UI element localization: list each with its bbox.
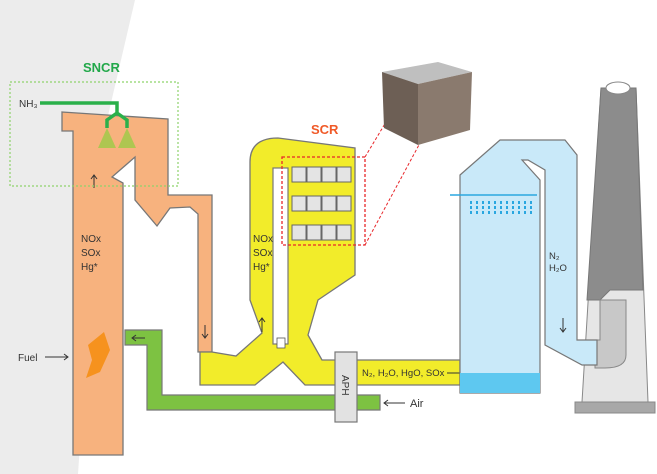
catalyst-cell [321, 195, 337, 212]
spray-droplet [524, 211, 526, 214]
arrow-down-icon [559, 318, 567, 333]
scr-title: SCR [311, 122, 339, 137]
stack-gases: N₂ H₂O [549, 251, 567, 274]
scr-reactor: SCR [199, 111, 461, 386]
scr-gases: NOx SOx Hg* [253, 234, 276, 273]
spray-droplet [488, 201, 490, 204]
spray-droplet [470, 211, 472, 214]
spray-droplet [512, 201, 514, 204]
spray-droplet [500, 206, 502, 209]
arrow-icon [45, 353, 69, 361]
fuel-input: Fuel [18, 353, 69, 364]
spray-droplet [518, 211, 520, 214]
catalyst-cell [336, 166, 352, 183]
spray-droplet [500, 211, 502, 214]
arrow-up-icon [258, 317, 266, 332]
boiler-gases: NOx SOx Hg* [81, 234, 104, 273]
spray-droplet [476, 206, 478, 209]
arrow-icon [383, 399, 405, 407]
catalyst-cell [291, 195, 307, 212]
sncr-title: SNCR [83, 60, 120, 75]
spray-droplet [506, 206, 508, 209]
spray-droplet [530, 211, 532, 214]
svg-text:Air: Air [410, 398, 424, 410]
catalyst-cell [336, 195, 352, 212]
spray-droplet [482, 201, 484, 204]
scrubber-water [460, 373, 540, 393]
spray-droplet [506, 211, 508, 214]
flue-gas-out-label: N₂, H₂O, HgO, SOx [362, 368, 445, 379]
spray-droplet [494, 206, 496, 209]
catalyst-module-image [382, 62, 472, 145]
spray-droplet [470, 201, 472, 204]
nh3-injection-pipe [40, 101, 129, 128]
spray-droplet [524, 201, 526, 204]
sncr-system: SNCR NH₃ [9, 60, 179, 187]
spray-droplet [488, 206, 490, 209]
boiler [61, 111, 213, 456]
spray-droplet [494, 201, 496, 204]
flame-icon [86, 332, 110, 378]
spray-droplet [482, 206, 484, 209]
spray-droplet [476, 211, 478, 214]
spray-icon [98, 128, 116, 148]
arrow-down-icon [201, 325, 209, 339]
catalyst-cell [291, 166, 307, 183]
spray-droplet [494, 211, 496, 214]
spray-icon [118, 128, 136, 148]
spray-droplet [524, 206, 526, 209]
spray-droplet [506, 201, 508, 204]
spray-droplet [518, 201, 520, 204]
spray-droplet [512, 211, 514, 214]
catalyst-cell [321, 224, 337, 241]
catalyst-layers [291, 166, 352, 241]
catalyst-highlight [281, 156, 366, 246]
svg-text:APH: APH [339, 375, 350, 396]
spray-droplet [488, 211, 490, 214]
nh3-label: NH₃ [19, 99, 38, 110]
svg-text:Fuel: Fuel [18, 353, 37, 364]
spray-droplet [530, 206, 532, 209]
spray-droplet [470, 206, 472, 209]
sncr-zone [9, 81, 179, 187]
catalyst-cell [291, 224, 307, 241]
spray-droplet [482, 211, 484, 214]
catalyst-cell [306, 195, 322, 212]
spray-droplet [518, 206, 520, 209]
catalyst-cell [306, 224, 322, 241]
wet-scrubber [450, 139, 598, 394]
chimney [574, 81, 656, 414]
spray-droplet [476, 201, 478, 204]
air-preheater: APH [334, 351, 358, 423]
catalyst-cell [306, 166, 322, 183]
catalyst-cell [321, 166, 337, 183]
spray-nozzles [470, 201, 532, 214]
spray-droplet [512, 206, 514, 209]
spray-droplet [500, 201, 502, 204]
catalyst-cell [336, 224, 352, 241]
arrow-icon [131, 334, 145, 342]
air-input: Air [383, 398, 424, 410]
spray-droplet [530, 201, 532, 204]
